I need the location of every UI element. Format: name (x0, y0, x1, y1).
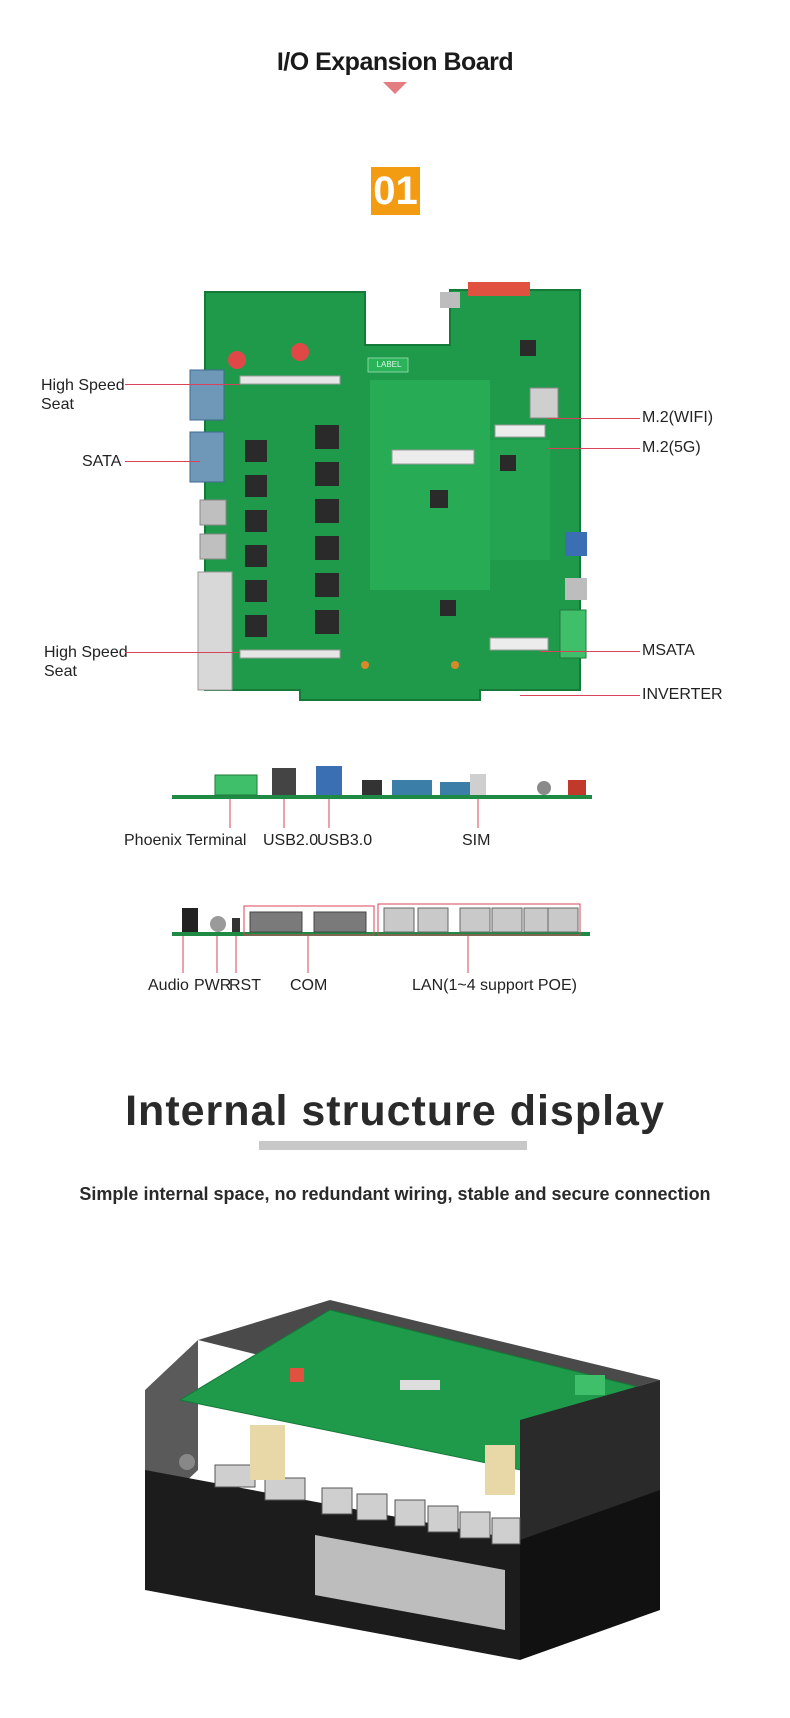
callout-line (548, 418, 640, 419)
label-phoenix-terminal: Phoenix Terminal (124, 832, 247, 849)
usb3-side (316, 766, 342, 795)
label-usb2: USB2.0 (263, 832, 319, 849)
board-silk-label: LABEL (376, 360, 402, 369)
pcb-board (204, 289, 581, 701)
usb-port (440, 292, 460, 308)
callout-line (125, 461, 200, 462)
rj45-port (199, 533, 227, 560)
label-high-speed-seat-top: High Speed Seat (41, 377, 125, 413)
msata-slot (489, 637, 549, 651)
label-sim: SIM (462, 832, 491, 849)
sim-slot (529, 387, 559, 419)
rj45-block (197, 571, 233, 691)
section-subtitle: Simple internal space, no redundant wiri… (79, 1184, 711, 1204)
high-speed-seat-connector (239, 649, 341, 659)
label-lan: LAN(1~4 support POE) (412, 977, 577, 994)
rj45-port (199, 499, 227, 526)
high-speed-seat-connector (239, 375, 341, 385)
db9-side (313, 911, 367, 933)
db9-side (249, 911, 303, 933)
label-audio: Audio (148, 977, 189, 994)
gpio-header (468, 282, 530, 296)
usb2-port (565, 578, 587, 600)
label-pwr: PWR (194, 977, 232, 994)
pcb-highlight-region (370, 380, 490, 590)
callout-line (540, 651, 640, 652)
pcb-highlight-region (490, 440, 550, 560)
m2-slot (391, 449, 475, 465)
lan-group-frame (377, 903, 581, 936)
db9-connector (189, 431, 225, 483)
usb2-side (272, 768, 296, 795)
label-m2-5g: M.2(5G) (642, 439, 701, 456)
callout-line (520, 695, 640, 696)
audio-jack-side (182, 908, 198, 932)
sim-side (470, 774, 486, 795)
callout-line (125, 652, 240, 653)
usb3-port (565, 532, 587, 556)
section-heading: Internal structure display (125, 1087, 665, 1135)
com-group-frame (243, 905, 375, 936)
db9-connector (189, 369, 225, 421)
internal-pcb (178, 1309, 652, 1476)
pointer-triangle-icon (383, 82, 407, 94)
heading-underline-bar (259, 1141, 527, 1150)
callout-line (125, 384, 240, 385)
section-number-badge: 01 (371, 167, 420, 215)
label-m2-wifi: M.2(WIFI) (642, 409, 714, 426)
label-com: COM (290, 977, 328, 994)
callout-line (548, 448, 640, 449)
label-usb3: USB3.0 (317, 832, 373, 849)
label-inverter: INVERTER (642, 686, 723, 703)
m2-slot (494, 424, 546, 438)
page-title: I/O Expansion Board (276, 48, 514, 76)
label-msata: MSATA (642, 642, 695, 659)
label-rst: RST (229, 977, 261, 994)
label-high-speed-seat-bottom: High Speed Seat (44, 644, 128, 680)
label-sata: SATA (82, 453, 122, 470)
phoenix-terminal-side (214, 774, 258, 796)
